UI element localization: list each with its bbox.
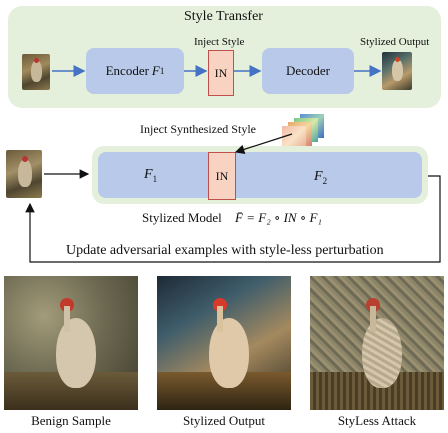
arrow-style-to-in [234,133,293,154]
instance-norm-block-middle: IN [208,152,236,200]
f2-subscript: 2 [322,175,328,186]
inject-style-label: Inject Style [194,36,245,48]
caption-benign-sample: Benign Sample [31,413,111,428]
f1-block-label: F1 [144,167,157,184]
decoder-block: Decoder [262,48,354,94]
stylized-model-body [98,152,422,198]
feedback-loop-line [25,175,441,263]
decoder-label: Decoder [285,63,331,78]
adversarial-input-thumbnail [6,150,42,198]
in-label-top: IN [214,65,228,80]
stylized-output-image [157,276,291,410]
f1-subscript: 1 [152,173,158,184]
styless-attack-image [310,276,444,410]
style-transfer-title: Style Transfer [184,9,263,24]
caption-styless-attack: StyLess Attack [337,413,417,428]
f2-block-label: F2 [314,169,327,186]
feedback-label: Update adversarial examples with style-l… [64,243,386,259]
stylized-model-caption-text: Stylized Model [142,210,222,225]
stylized-model-equation: F̄ = F₂ ∘ IN ∘ F₁ [235,210,322,225]
stylized-output-thumbnail [382,52,412,90]
encoder-f1-symbol: F [151,63,160,78]
encoder-label: Encoder [105,63,149,78]
benign-sample-image [4,276,138,410]
stylized-output-label: Stylized Output [360,36,430,48]
f2-symbol: F [314,169,323,184]
in-label-middle: IN [215,168,229,183]
inject-synthesized-style-label: Inject Synthesized Style [140,122,256,136]
f1-symbol: F [144,167,153,182]
input-image-thumbnail [22,54,50,90]
caption-stylized-output: Stylized Output [183,413,265,428]
stylized-model-caption: Stylized Model F̄ = F₂ ∘ IN ∘ F₁ [142,210,322,226]
instance-norm-block-top: IN [208,50,234,96]
encoder-f1-subscript: 1 [159,66,165,76]
